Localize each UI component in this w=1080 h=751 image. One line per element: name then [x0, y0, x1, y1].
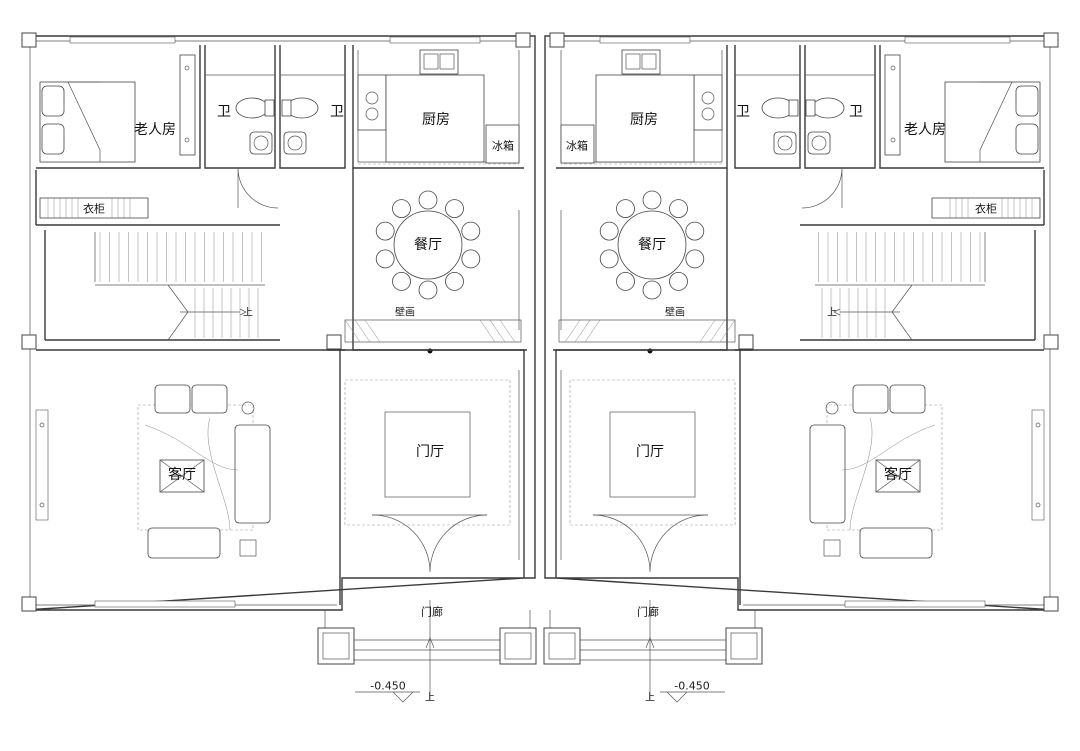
room-label-foyer: 门厅 — [636, 444, 664, 460]
dining-chair — [642, 190, 662, 210]
label-stair-up: 上 — [243, 307, 253, 319]
room-label-living: 客厅 — [884, 466, 912, 483]
dining-chair — [461, 249, 481, 269]
label-fridge: 冰箱 — [566, 139, 588, 153]
label-wardrobe: 衣柜 — [975, 202, 997, 216]
label-mural: 壁画 — [395, 306, 415, 319]
dining-chair — [461, 221, 481, 241]
dining-chair — [616, 199, 635, 219]
room-label-elder-room: 老人房 — [904, 122, 946, 138]
room-label-porch: 门廊 — [637, 605, 659, 619]
dining-chairs — [375, 190, 481, 300]
room-label-bathroom-b: 卫 — [330, 104, 344, 120]
room-label-foyer: 门厅 — [416, 444, 444, 460]
dining-chairs — [599, 190, 705, 300]
room-label-kitchen: 厨房 — [630, 112, 658, 128]
unit-left: 老人房 卫 卫 厨房 冰箱 衣柜 餐厅 壁画 上 客厅 门厅 门廊 -0.450… — [21, 32, 537, 704]
dining-chair — [418, 190, 438, 210]
dining-chair — [375, 221, 395, 241]
dining-chair — [669, 271, 688, 291]
dining-chair — [685, 249, 705, 269]
level-mark: -0.450 — [370, 680, 405, 693]
label-mural: 壁画 — [665, 306, 685, 319]
room-label-bathroom-a: 卫 — [217, 104, 231, 120]
room-label-bathroom-b: 卫 — [736, 104, 750, 120]
dining-chair — [642, 280, 662, 300]
unit-right-labels: 老人房 卫 卫 厨房 冰箱 衣柜 餐厅 壁画 上 客厅 门厅 门廊 -0.450… — [566, 104, 997, 704]
stair-treads — [818, 232, 981, 338]
unit-right — [543, 32, 1059, 703]
label-stair-up: 上 — [827, 307, 837, 319]
room-label-porch: 门廊 — [421, 605, 443, 619]
level-mark: -0.450 — [674, 680, 709, 693]
dining-chair — [685, 221, 705, 241]
room-label-dining: 餐厅 — [414, 237, 442, 253]
dining-chair — [392, 271, 411, 291]
dining-chair — [418, 280, 438, 300]
label-wardrobe: 衣柜 — [83, 202, 105, 216]
room-label-kitchen: 厨房 — [422, 112, 450, 128]
dining-chair — [445, 199, 464, 219]
dining-chair — [616, 271, 635, 291]
dining-chair — [392, 199, 411, 219]
stair-treads — [99, 232, 262, 338]
room-label-living: 客厅 — [168, 466, 196, 483]
dining-chair — [599, 221, 619, 241]
dining-chair — [375, 249, 395, 269]
label-entry-up: 上 — [645, 692, 655, 704]
label-fridge: 冰箱 — [492, 139, 514, 153]
room-label-elder-room: 老人房 — [134, 122, 176, 138]
room-label-bathroom-a: 卫 — [849, 104, 863, 120]
label-entry-up: 上 — [425, 692, 435, 704]
dining-chair — [599, 249, 619, 269]
dining-chair — [445, 271, 464, 291]
room-label-dining: 餐厅 — [638, 237, 666, 253]
dining-chair — [669, 199, 688, 219]
